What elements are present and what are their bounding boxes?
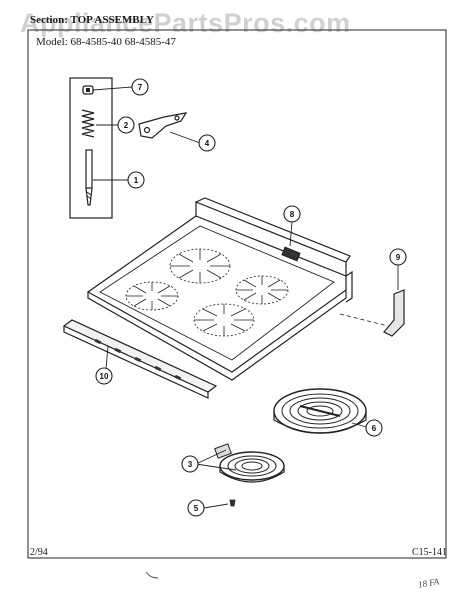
burner-pattern-right-front: [193, 303, 255, 337]
callout-10: 10: [100, 372, 109, 381]
callout-3: 3: [188, 460, 193, 469]
spring-part-2: [81, 109, 95, 138]
pen-mark: [145, 571, 159, 579]
revision-date: 2/94: [30, 547, 48, 558]
screw-part-5: [229, 499, 236, 507]
model-numbers: Model: 68-4585-40 68-4585-47: [36, 36, 176, 48]
bracket-part-4: [138, 112, 188, 139]
burner-patterns: [125, 248, 289, 337]
burner-pattern-left-rear: [169, 248, 231, 284]
leader-lines: [92, 86, 399, 509]
trim-slots: [94, 338, 182, 381]
callout-6: 6: [372, 424, 377, 433]
callout-5: 5: [194, 504, 199, 513]
large-element-part-6: [273, 388, 367, 434]
callout-circles: [95, 78, 407, 517]
small-element-part-3: [214, 443, 285, 483]
callout-9: 9: [396, 253, 401, 262]
leader-9-dash: [339, 313, 389, 327]
section-title: Section: TOP ASSEMBLY: [30, 14, 154, 26]
callout-4: 4: [205, 139, 210, 148]
cooktop-frame-part-8: [86, 197, 353, 381]
callout-7: 7: [138, 83, 143, 92]
side-bracket-part-9: [383, 289, 405, 337]
burner-pattern-right-rear: [235, 275, 289, 305]
watermark: AppliancePartsPros.com: [20, 8, 351, 38]
small-parts-box: [69, 77, 113, 219]
callout-2: 2: [124, 121, 129, 130]
clip-part-7: [82, 85, 94, 95]
callout-1: 1: [134, 176, 139, 185]
callout-8: 8: [290, 210, 295, 219]
page-code: C15-141: [412, 547, 447, 558]
burner-pattern-left-front: [125, 281, 179, 311]
pin-part-1: [85, 149, 93, 206]
